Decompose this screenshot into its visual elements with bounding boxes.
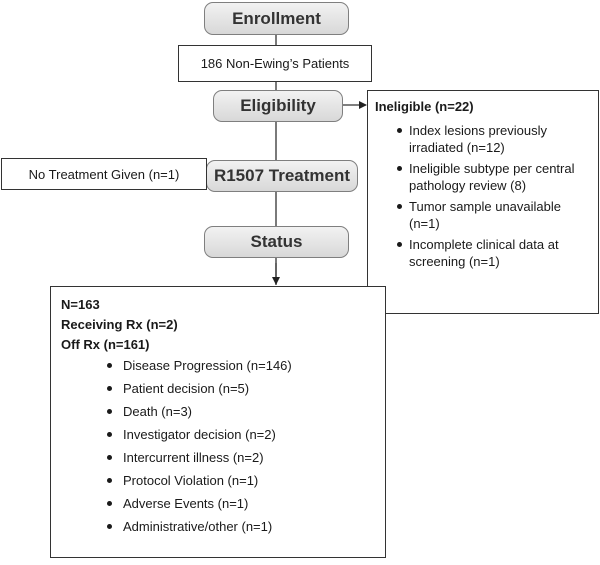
- off-reason-item: Protocol Violation (n=1): [61, 470, 375, 492]
- off-reason-item: Investigator decision (n=2): [61, 424, 375, 446]
- ineligible-list: Index lesions previously irradiated (n=1…: [375, 122, 586, 270]
- patients-label: 186 Non-Ewing’s Patients: [200, 56, 350, 71]
- status-phase: Status: [204, 226, 349, 258]
- ineligible-item: Incomplete clinical data at screening (n…: [375, 236, 586, 270]
- status-detail-box: N=163 Receiving Rx (n=2) Off Rx (n=161) …: [50, 286, 386, 558]
- no-treatment-box: No Treatment Given (n=1): [1, 158, 207, 190]
- eligibility-label: Eligibility: [240, 96, 316, 115]
- off-reason-item: Intercurrent illness (n=2): [61, 447, 375, 469]
- off-reason-item: Administrative/other (n=1): [61, 516, 375, 538]
- status-label: Status: [250, 232, 303, 251]
- treatment-phase: R1507 Treatment: [206, 160, 358, 192]
- off-reason-item: Patient decision (n=5): [61, 378, 375, 400]
- patients-box: 186 Non-Ewing’s Patients: [178, 45, 372, 82]
- off-reason-item: Disease Progression (n=146): [61, 355, 375, 377]
- enrollment-phase: Enrollment: [204, 2, 349, 35]
- off-reason-item: Adverse Events (n=1): [61, 493, 375, 515]
- ineligible-title: Ineligible (n=22): [375, 99, 474, 114]
- ineligible-box: Ineligible (n=22) Index lesions previous…: [367, 90, 599, 314]
- ineligible-item: Tumor sample unavailable (n=1): [375, 198, 586, 232]
- enrollment-label: Enrollment: [232, 8, 321, 28]
- ineligible-item: Ineligible subtype per central pathology…: [375, 160, 586, 194]
- off-count: Off Rx (n=161): [61, 337, 150, 352]
- treatment-label: R1507 Treatment: [213, 166, 351, 185]
- off-reason-item: Death (n=3): [61, 401, 375, 423]
- no-treatment-label: No Treatment Given (n=1): [28, 166, 180, 182]
- ineligible-item: Index lesions previously irradiated (n=1…: [375, 122, 586, 156]
- off-reasons-list: Disease Progression (n=146) Patient deci…: [61, 355, 375, 538]
- eligibility-phase: Eligibility: [213, 90, 343, 122]
- total-count: N=163: [61, 297, 100, 312]
- receiving-count: Receiving Rx (n=2): [61, 317, 178, 332]
